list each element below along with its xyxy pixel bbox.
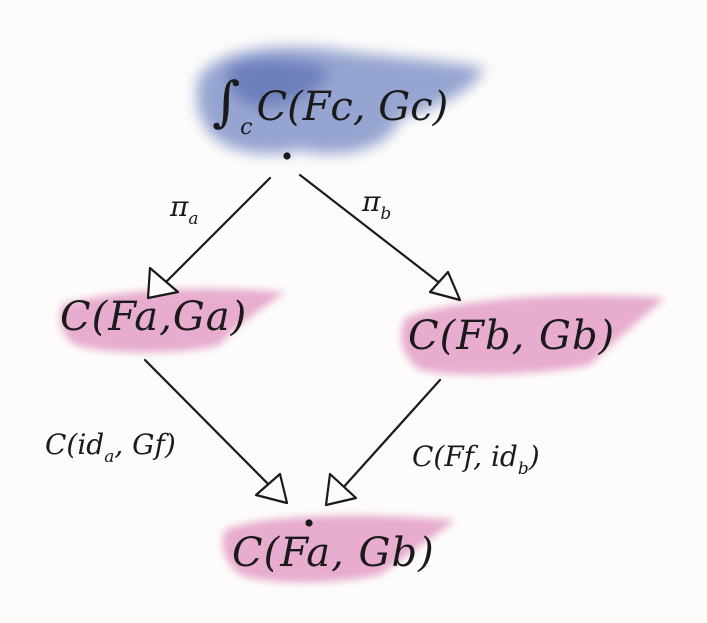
node-left: C(Fa,Ga) <box>60 294 248 340</box>
left-down-subscript: a <box>104 447 115 467</box>
edge-label-pi-a: πa <box>170 190 199 229</box>
pi-a-subscript: a <box>188 209 199 229</box>
pi-a-symbol: π <box>170 190 189 223</box>
left-node-wash <box>60 288 285 353</box>
bottom-node-wash <box>222 515 455 583</box>
top-node-dot <box>283 152 291 160</box>
edge-label-pi-b: πb <box>362 185 391 224</box>
arrow-left-to-bottom <box>143 358 289 505</box>
bottom-node-dot <box>305 519 313 527</box>
node-bottom: C(Fa, Gb) <box>232 530 435 576</box>
right-down-subscript: b <box>517 459 529 479</box>
right-down-suffix: ) <box>528 440 540 473</box>
node-right: C(Fb, Gb) <box>408 313 616 359</box>
arrow-pi-b <box>298 173 462 302</box>
pi-b-subscript: b <box>380 204 392 224</box>
pi-b-symbol: π <box>362 185 381 218</box>
left-down-prefix: C(id <box>45 428 105 461</box>
right-node-wash <box>401 295 665 375</box>
left-down-suffix: , Gf) <box>114 428 176 461</box>
arrow-right-to-bottom <box>324 378 442 507</box>
node-end-expression: C(Fc, Gc) <box>256 84 449 130</box>
arrow-pi-a <box>146 176 272 300</box>
integral-subscript: c <box>240 115 253 140</box>
edge-label-right-down: C(Ff, idb) <box>412 440 540 479</box>
edge-label-left-down: C(ida, Gf) <box>45 428 176 467</box>
top-node-wash <box>196 46 485 154</box>
right-down-prefix: C(Ff, id <box>412 440 518 473</box>
integral-sign: ∫ <box>212 70 241 133</box>
